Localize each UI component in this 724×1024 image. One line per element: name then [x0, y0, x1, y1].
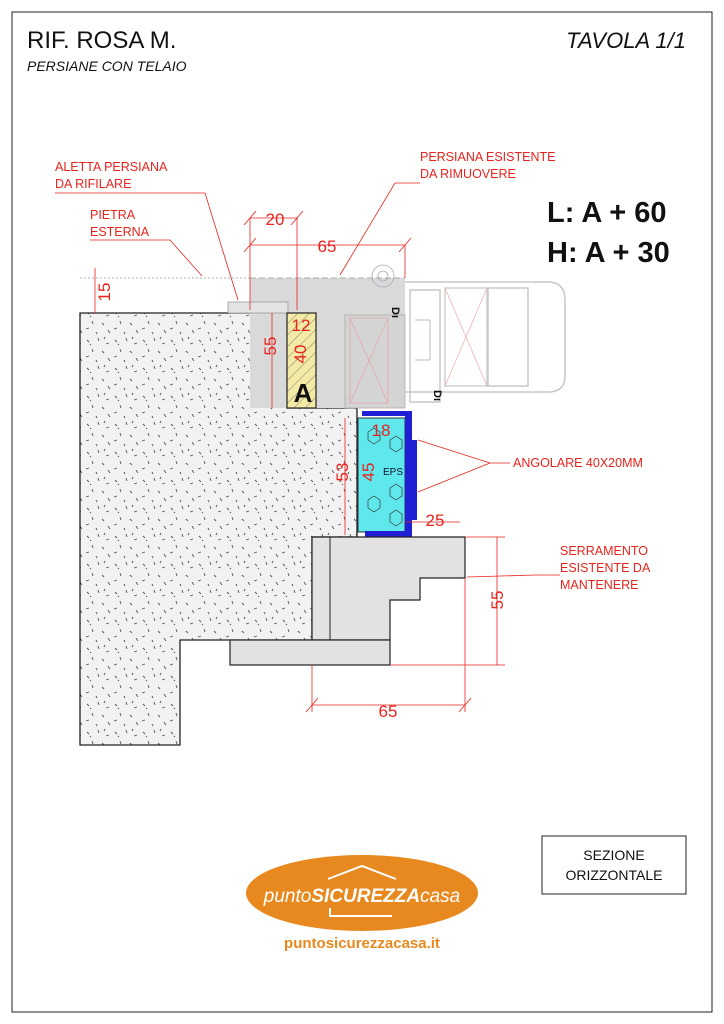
- existing-shutter-frame: [80, 264, 406, 409]
- label-serramento-line3: MANTENERE: [560, 578, 638, 592]
- dimension-15: 15: [95, 283, 114, 302]
- window-profile: [405, 281, 566, 403]
- height-formula: H: A + 30: [547, 237, 670, 269]
- dimension-25: 25: [426, 511, 445, 530]
- dimension-lines: [94, 210, 505, 713]
- label-serramento-line2: ESISTENTE DA: [560, 561, 651, 575]
- svg-text:puntoSICUREZZAcasa: puntoSICUREZZAcasa: [263, 886, 460, 907]
- section-line2: ORIZZONTALE: [566, 867, 663, 883]
- dimension-18: 18: [372, 421, 391, 440]
- dimension-53: 53: [333, 463, 352, 482]
- label-aletta-line1: ALETTA PERSIANA: [55, 160, 168, 174]
- sheet-border: [11, 11, 713, 1013]
- block-a-label: A: [294, 378, 313, 408]
- brand-logo: puntoSICUREZZAcasa: [246, 855, 478, 931]
- dimension-65-top: 65: [318, 237, 337, 256]
- eps-label: EPS: [383, 467, 403, 478]
- leader-lines: [55, 182, 560, 578]
- label-serramento-line1: SERRAMENTO: [560, 544, 648, 558]
- dimension-40: 40: [291, 345, 310, 364]
- dimension-65-bottom: 65: [379, 702, 398, 721]
- label-persiana-line2: DA RIMUOVERE: [420, 167, 516, 181]
- dimension-20: 20: [266, 210, 285, 229]
- dimension-12: 12: [292, 316, 311, 335]
- section-box: [541, 835, 687, 895]
- label-angolare: ANGOLARE 40X20MM: [513, 456, 643, 470]
- gasket-icon: Dı: [389, 307, 401, 318]
- drawing-subtitle: PERSIANE CON TELAIO: [27, 58, 187, 74]
- gasket-icon: Dı: [431, 390, 443, 401]
- sheet-number: TAVOLA 1/1: [566, 28, 686, 53]
- steel-angle: [362, 411, 412, 537]
- drawing-title: RIF. ROSA M.: [27, 27, 176, 54]
- dimension-55-right: 55: [488, 591, 507, 610]
- label-pietra-line1: PIETRA: [90, 208, 136, 222]
- dimension-45: 45: [359, 463, 378, 482]
- dimension-55-left: 55: [261, 337, 280, 356]
- label-persiana-line1: PERSIANA ESISTENTE: [420, 150, 555, 164]
- website-url[interactable]: puntosicurezzacasa.it: [284, 935, 440, 952]
- eps-hexagons: [367, 427, 403, 527]
- label-aletta-line2: DA RIFILARE: [55, 177, 131, 191]
- label-pietra-line2: ESTERNA: [90, 225, 150, 239]
- steel-angle-flange: [412, 440, 417, 520]
- width-formula: L: A + 60: [547, 197, 667, 229]
- existing-window-sill: [229, 639, 391, 666]
- section-line1: SEZIONE: [583, 847, 644, 863]
- block-a: [286, 312, 317, 409]
- existing-window-frame: [311, 536, 466, 641]
